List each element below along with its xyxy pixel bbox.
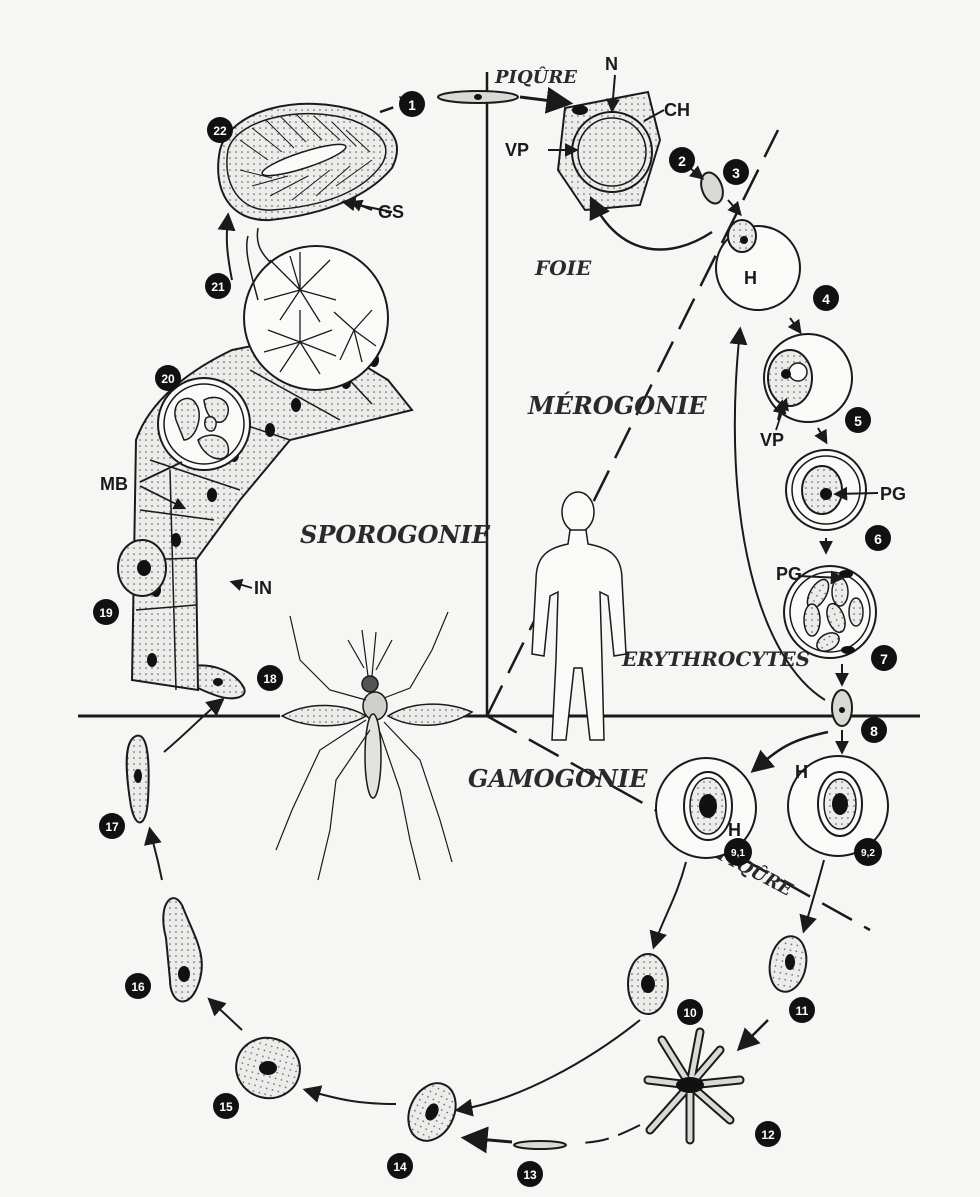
- svg-text:6: 6: [874, 531, 882, 547]
- svg-text:4: 4: [822, 291, 830, 307]
- label-ch: CH: [664, 100, 690, 120]
- svg-text:3: 3: [732, 165, 740, 181]
- stage-marker-2: 2: [669, 147, 695, 173]
- stage-marker-9-1: 9,1: [724, 838, 752, 866]
- svg-text:15: 15: [219, 1100, 233, 1114]
- stage-marker-10: 10: [677, 999, 703, 1025]
- stage-marker-12: 12: [755, 1121, 781, 1147]
- label-vp-liver: VP: [505, 140, 529, 160]
- svg-text:9,2: 9,2: [861, 848, 875, 859]
- label-mb: MB: [100, 474, 128, 494]
- stage-marker-22: 22: [207, 117, 233, 143]
- stage-20-oocyst: [158, 378, 250, 470]
- svg-text:9,1: 9,1: [731, 848, 745, 859]
- stage-marker-18: 18: [257, 665, 283, 691]
- svg-text:10: 10: [683, 1006, 697, 1020]
- stage-marker-5: 5: [845, 407, 871, 433]
- label-h-liver: H: [744, 268, 757, 288]
- stage-marker-13: 13: [517, 1161, 543, 1187]
- svg-text:11: 11: [796, 1004, 809, 1018]
- stage-marker-8: 8: [861, 717, 887, 743]
- stage-marker-7: 7: [871, 645, 897, 671]
- label-h-9-1: H: [728, 820, 741, 840]
- stage-marker-1: 1: [399, 91, 425, 117]
- svg-text:17: 17: [105, 820, 119, 834]
- stage-marker-21: 21: [205, 273, 231, 299]
- label-pg-6: PG: [880, 484, 906, 504]
- svg-text:7: 7: [880, 651, 888, 667]
- stage-marker-19: 19: [93, 599, 119, 625]
- label-in: IN: [254, 578, 272, 598]
- stage-marker-14: 14: [387, 1153, 413, 1179]
- svg-text:22: 22: [213, 124, 227, 138]
- label-nucleus: N: [605, 54, 618, 74]
- stage-marker-6: 6: [865, 525, 891, 551]
- phase-label-gamogonie: GAMOGONIE: [468, 764, 648, 793]
- stage-marker-20: 20: [155, 365, 181, 391]
- svg-text:5: 5: [854, 413, 862, 429]
- svg-text:13: 13: [523, 1168, 537, 1182]
- svg-text:21: 21: [211, 280, 225, 294]
- phase-label-foie: FOIE: [534, 256, 592, 280]
- svg-text:8: 8: [870, 723, 878, 739]
- label-gs: GS: [378, 202, 404, 222]
- stage-marker-17: 17: [99, 813, 125, 839]
- stage-marker-3: 3: [723, 159, 749, 185]
- svg-text:1: 1: [408, 97, 416, 113]
- svg-text:14: 14: [393, 1160, 407, 1174]
- label-pg-7: PG: [776, 564, 802, 584]
- stage-marker-9-2: 9,2: [854, 838, 882, 866]
- label-vp-rbc: VP: [760, 430, 784, 450]
- stage-marker-4: 4: [813, 285, 839, 311]
- phase-label-merogonie: MÉROGONIE: [527, 391, 707, 420]
- stage-19-oocyst-young: [118, 540, 166, 596]
- svg-text:18: 18: [263, 672, 277, 686]
- stage-marker-11: 11: [789, 997, 815, 1023]
- phase-label-piqure-top: PIQÛRE: [494, 65, 577, 88]
- svg-text:2: 2: [678, 153, 686, 169]
- label-h-9-2: H: [795, 762, 808, 782]
- svg-text:16: 16: [131, 980, 145, 994]
- svg-text:19: 19: [99, 606, 113, 620]
- svg-text:20: 20: [161, 372, 175, 386]
- phase-label-sporogonie: SPOROGONIE: [300, 520, 491, 549]
- stage-marker-15: 15: [213, 1093, 239, 1119]
- stage-marker-16: 16: [125, 973, 151, 999]
- svg-text:12: 12: [761, 1128, 775, 1142]
